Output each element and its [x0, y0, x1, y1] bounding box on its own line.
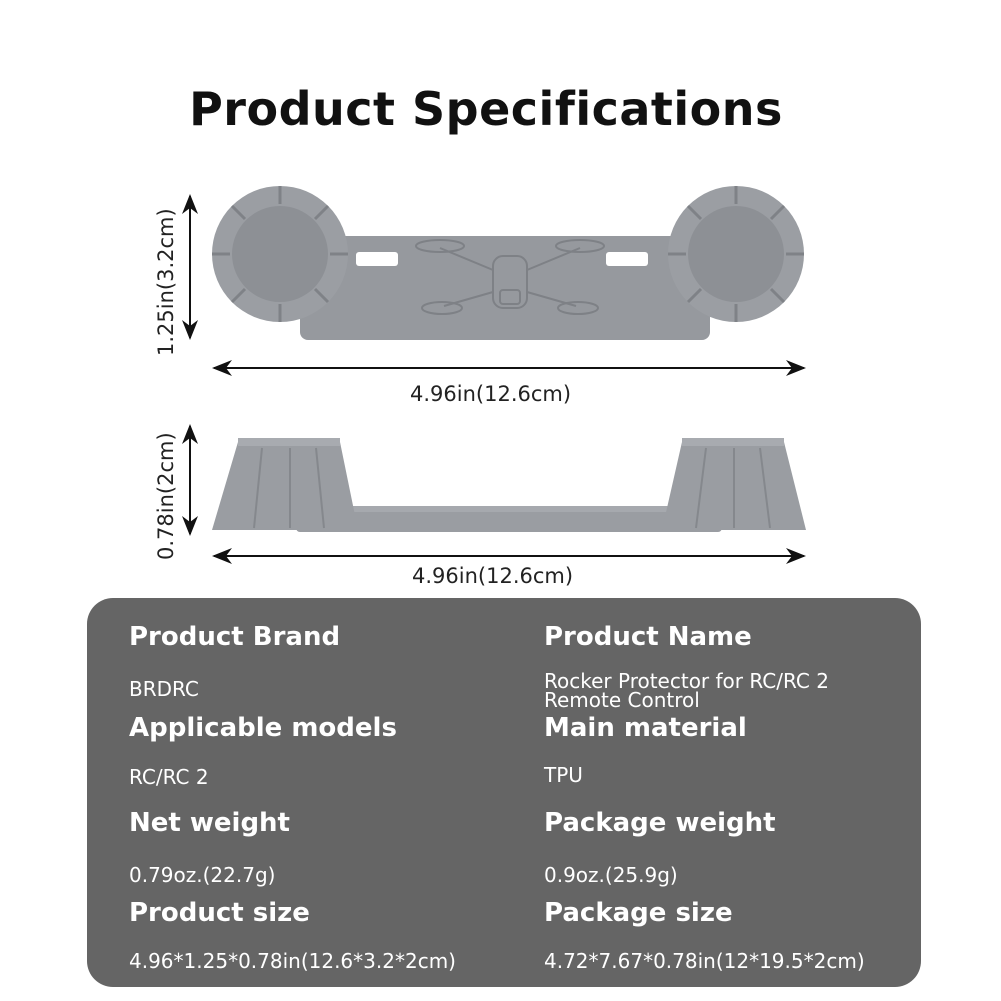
product-name-value-line1: Rocker Protector for RC/RC 2	[544, 669, 829, 693]
drone-logo-icon	[415, 239, 605, 315]
top-view-product	[212, 186, 804, 340]
net-weight-value: 0.79oz.(22.7g)	[129, 863, 276, 887]
product-name-label: Product Name	[544, 622, 752, 652]
material-value: TPU	[544, 763, 583, 787]
side-view-product	[212, 438, 806, 532]
product-name-value-line2: Remote Control	[544, 688, 700, 712]
models-value: RC/RC 2	[129, 765, 209, 789]
page-title: Product Specifications	[189, 82, 783, 136]
product-size-label: Product size	[129, 898, 310, 928]
models-label: Applicable models	[129, 713, 397, 743]
top-width-label: 4.96in(12.6cm)	[410, 382, 572, 406]
net-weight-label: Net weight	[129, 808, 290, 838]
top-height-label: 1.25in(3.2cm)	[154, 208, 178, 356]
material-label: Main material	[544, 713, 747, 743]
package-size-label: Package size	[544, 898, 733, 928]
brand-value: BRDRC	[129, 677, 199, 701]
side-width-label: 4.96in(12.6cm)	[412, 564, 574, 588]
package-size-value: 4.72*7.67*0.78in(12*19.5*2cm)	[544, 949, 865, 973]
product-size-value: 4.96*1.25*0.78in(12.6*3.2*2cm)	[129, 949, 456, 973]
package-weight-value: 0.9oz.(25.9g)	[544, 863, 678, 887]
product-diagram	[182, 186, 806, 564]
spec-panel: Product Brand BRDRC Product Name Rocker …	[87, 598, 921, 987]
package-weight-label: Package weight	[544, 808, 776, 838]
brand-label: Product Brand	[129, 622, 341, 652]
side-height-label: 0.78in(2cm)	[154, 432, 178, 560]
